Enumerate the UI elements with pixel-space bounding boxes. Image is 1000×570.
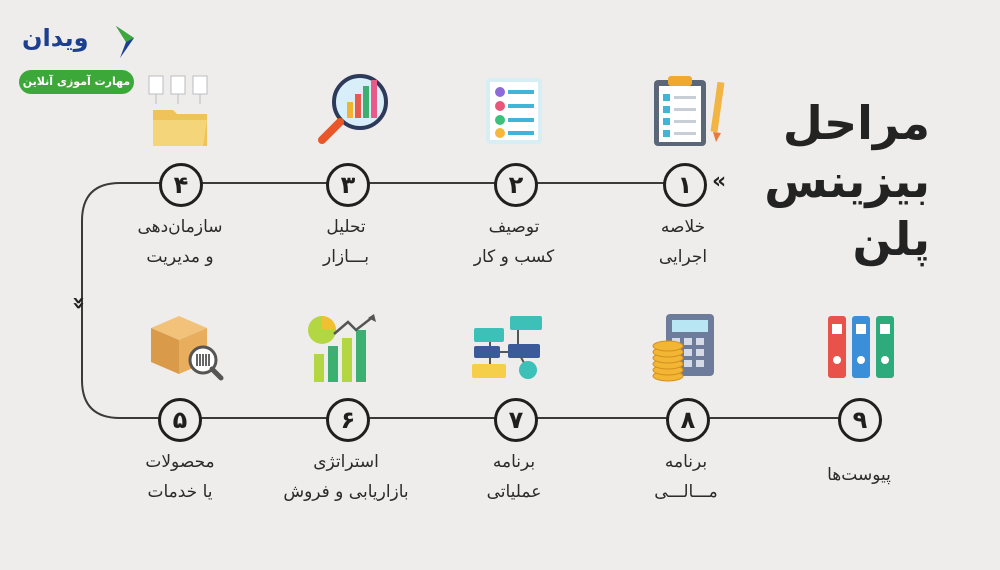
title-line-2: بیزینس: [764, 154, 930, 208]
double-chevron-down-icon: «: [66, 295, 92, 311]
step-6-label: استراتژی بازاریابی و فروش: [283, 452, 409, 502]
step-9-label: پیوست‌ها: [827, 465, 891, 485]
box-barcode-icon: [151, 316, 224, 381]
step-2-label: توصیف کسب و کار: [473, 217, 555, 267]
step-3-label: تحلیل بـــازار: [323, 217, 369, 267]
step-8-label: برنامه مـــالـــی: [654, 452, 718, 502]
step-4-number: ۴: [159, 163, 203, 207]
step-7-label: برنامه عملیاتی: [486, 452, 542, 502]
step-7-number: ۷: [494, 398, 538, 442]
title-line-3: پلن: [852, 212, 930, 266]
step-3-number: ۳: [326, 163, 370, 207]
step-1-number: ۱: [663, 163, 707, 207]
brand-leaf-icon: [116, 26, 134, 58]
binders-icon: [828, 316, 894, 378]
checklist-icon: [486, 78, 542, 144]
double-chevron-left-icon: «: [712, 169, 727, 194]
magnifier-chart-icon: [318, 74, 388, 144]
folder-documents-icon: [148, 75, 208, 146]
page-title: مراحل بیزینس پلن: [730, 94, 930, 268]
title-line-1: مراحل: [782, 96, 930, 150]
flowchart-icon: [472, 316, 542, 379]
step-9-number: ۹: [838, 398, 882, 442]
clipboard-icon: [654, 76, 725, 146]
step-8-number: ۸: [666, 398, 710, 442]
growth-chart-icon: [308, 314, 376, 382]
step-5-label: محصولات یا خدمات: [145, 452, 215, 502]
step-5-number: ۵: [158, 398, 202, 442]
step-1-label: خلاصه اجرایی: [658, 217, 708, 267]
step-6-number: ۶: [326, 398, 370, 442]
calculator-coins-icon: [652, 314, 714, 382]
brand-tagline: مهارت آموزی آنلاین: [19, 70, 134, 94]
step-4-label: سازمان‌دهی و مدیریت: [137, 217, 223, 267]
step-2-number: ۲: [494, 163, 538, 207]
brand-logo: ویدان: [22, 24, 90, 52]
